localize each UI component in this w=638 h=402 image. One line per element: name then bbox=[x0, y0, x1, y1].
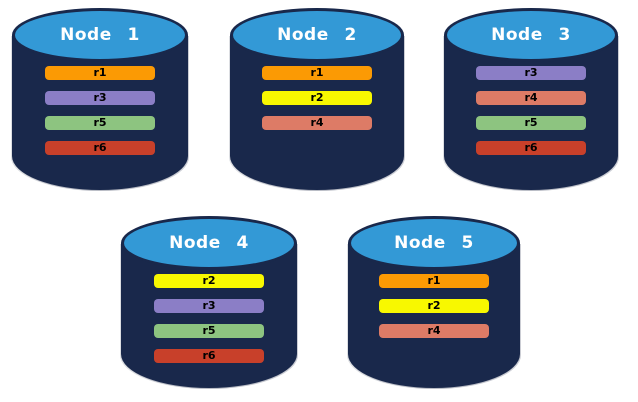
cylinder-top: Node 4 bbox=[121, 216, 297, 270]
replica-list: r3 r4 r5 r6 bbox=[444, 66, 618, 155]
replica-bar: r5 bbox=[45, 116, 155, 130]
replica-bar: r2 bbox=[379, 299, 489, 313]
node-5-cylinder: Node 5 r1 r2 r4 bbox=[348, 216, 520, 388]
replica-bar: r3 bbox=[154, 299, 264, 313]
node-2-cylinder: Node 2 r1 r2 r4 bbox=[230, 8, 404, 190]
node-title: Node 5 bbox=[394, 233, 474, 253]
node-3-cylinder: Node 3 r3 r4 r5 r6 bbox=[444, 8, 618, 190]
node-title: Node 2 bbox=[277, 25, 357, 45]
replica-bar: r1 bbox=[45, 66, 155, 80]
replica-bar: r3 bbox=[476, 66, 586, 80]
replica-bar: r2 bbox=[262, 91, 372, 105]
replica-bar: r1 bbox=[262, 66, 372, 80]
replica-list: r1 r2 r4 bbox=[348, 274, 520, 338]
node-title: Node 4 bbox=[169, 233, 249, 253]
node-title: Node 1 bbox=[60, 25, 140, 45]
replica-bar: r1 bbox=[379, 274, 489, 288]
cylinder-top: Node 2 bbox=[230, 8, 404, 62]
replica-list: r2 r3 r5 r6 bbox=[121, 274, 297, 363]
replica-bar: r5 bbox=[476, 116, 586, 130]
cylinder-top: Node 3 bbox=[444, 8, 618, 62]
replica-bar: r2 bbox=[154, 274, 264, 288]
replica-bar: r6 bbox=[45, 141, 155, 155]
cylinder-top: Node 5 bbox=[348, 216, 520, 270]
node-4-cylinder: Node 4 r2 r3 r5 r6 bbox=[121, 216, 297, 388]
cylinder-top: Node 1 bbox=[12, 8, 188, 62]
replica-bar: r5 bbox=[154, 324, 264, 338]
replica-bar: r4 bbox=[379, 324, 489, 338]
node-1-cylinder: Node 1 r1 r3 r5 r6 bbox=[12, 8, 188, 190]
replica-bar: r6 bbox=[154, 349, 264, 363]
replica-bar: r4 bbox=[262, 116, 372, 130]
node-title: Node 3 bbox=[491, 25, 571, 45]
replica-list: r1 r3 r5 r6 bbox=[12, 66, 188, 155]
replica-bar: r4 bbox=[476, 91, 586, 105]
replica-bar: r3 bbox=[45, 91, 155, 105]
replica-list: r1 r2 r4 bbox=[230, 66, 404, 130]
replica-bar: r6 bbox=[476, 141, 586, 155]
